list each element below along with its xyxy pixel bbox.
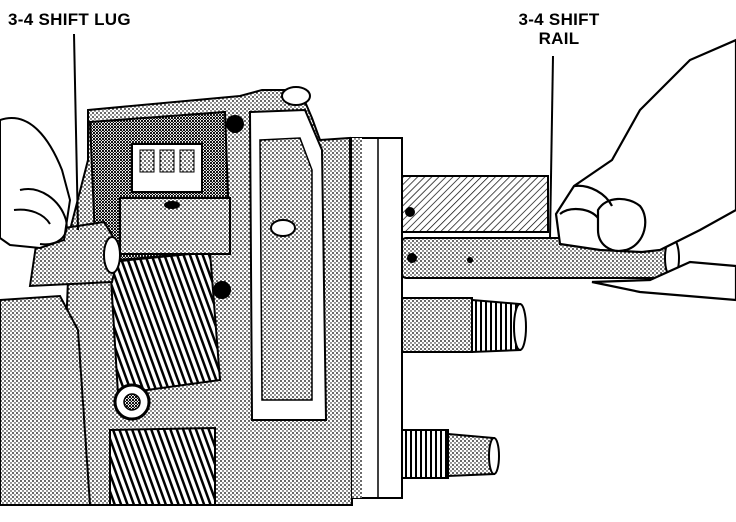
shift-rail-label: 3-4 SHIFT RAIL bbox=[507, 10, 611, 48]
extension-housing bbox=[351, 137, 403, 499]
shift-lug-leader bbox=[73, 33, 79, 231]
case-lower-left bbox=[0, 294, 92, 506]
shift-rail-leader bbox=[549, 55, 554, 239]
input-shaft bbox=[401, 429, 500, 479]
output-shaft bbox=[401, 297, 527, 354]
bolt-hole bbox=[213, 281, 231, 299]
gear-cluster bbox=[108, 250, 222, 396]
bolt-hole bbox=[226, 115, 244, 133]
lower-gear bbox=[109, 426, 216, 506]
shift-fork-assembly bbox=[28, 110, 232, 288]
case-flange-inner bbox=[259, 137, 313, 401]
shift-rail-label-line2: RAIL bbox=[538, 29, 580, 48]
dowel-boss bbox=[270, 219, 296, 237]
shift-rail-label-line1: 3-4 SHIFT bbox=[518, 10, 600, 29]
shift-lug-label: 3-4 SHIFT LUG bbox=[8, 10, 131, 29]
right-hand bbox=[554, 38, 736, 302]
dowel-boss bbox=[281, 86, 311, 106]
left-hand bbox=[0, 117, 72, 250]
leader-lines bbox=[73, 33, 554, 239]
shift-rail-upper-block bbox=[401, 175, 549, 233]
